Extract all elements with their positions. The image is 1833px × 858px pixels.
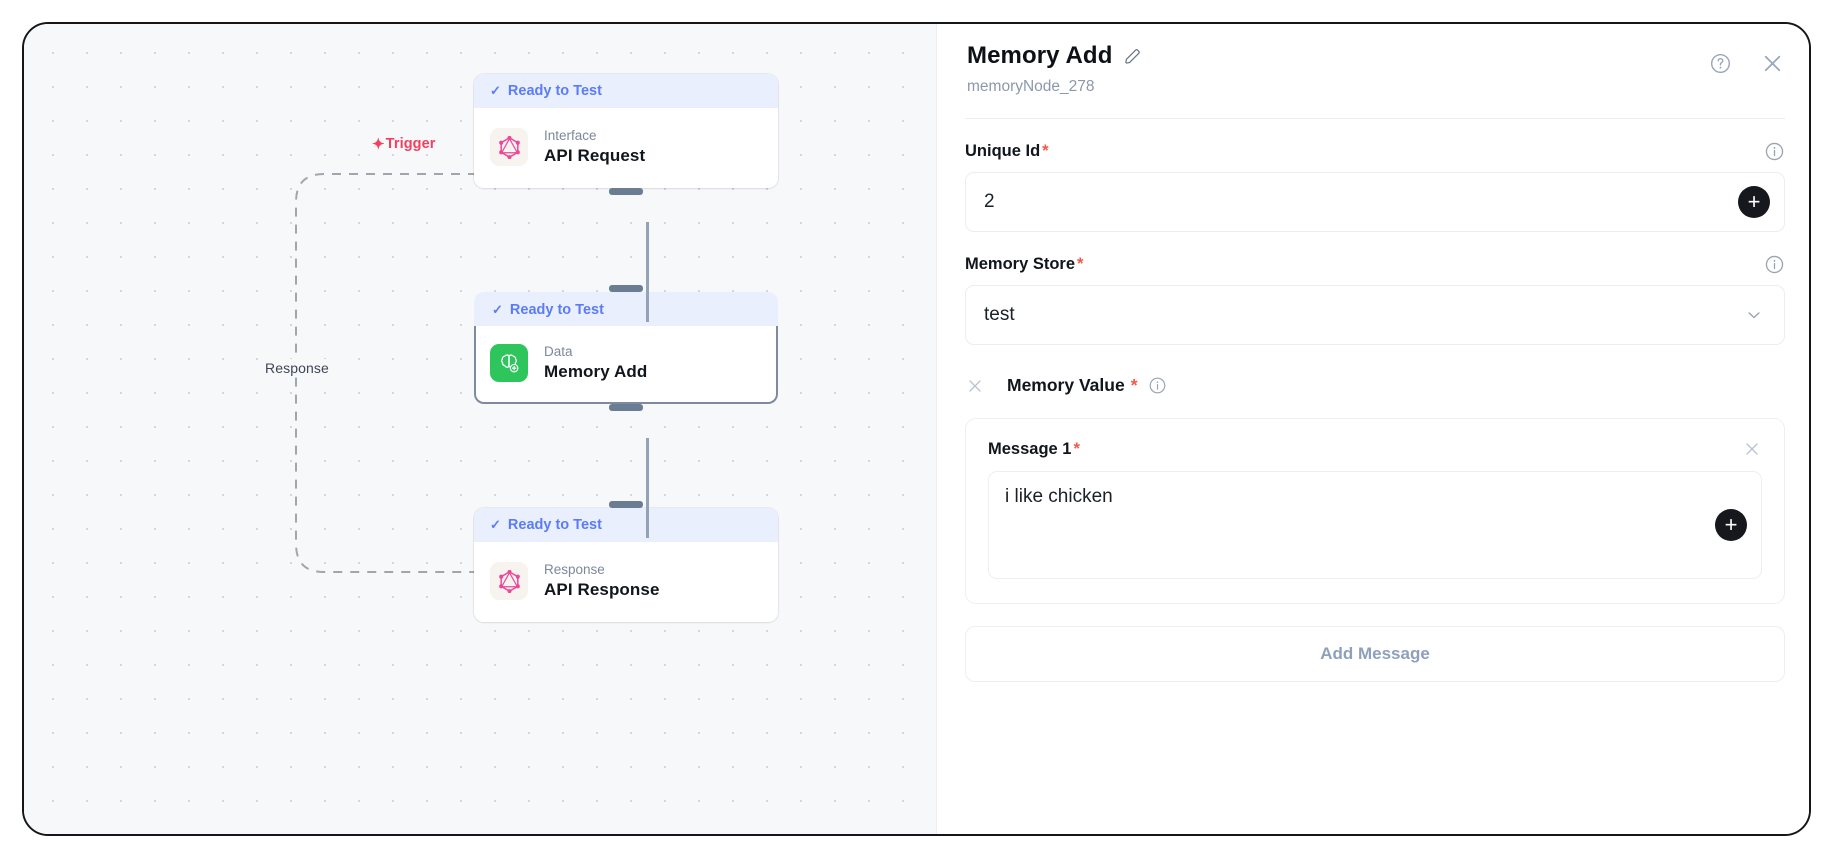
node-kind-label: Data <box>544 344 573 359</box>
add-message-button[interactable]: Add Message <box>965 626 1785 682</box>
section-memory-value: Memory Value* <box>965 375 1785 396</box>
node-body[interactable]: Data Memory Add <box>474 326 778 404</box>
response-label-text: Response <box>265 360 329 376</box>
memory-store-value: test <box>984 304 1015 325</box>
flow-node-api-response[interactable]: ✓ Ready to Test <box>474 501 778 622</box>
close-icon[interactable] <box>965 376 985 396</box>
node-status-text: Ready to Test <box>507 517 602 533</box>
message-card-1: Message 1* i like chicken + <box>965 418 1785 604</box>
field-label-row: Memory Store* <box>965 254 1785 275</box>
page-title: Memory Add <box>967 42 1113 69</box>
trigger-label-text: Trigger <box>385 136 436 152</box>
required-asterisk: * <box>1042 142 1049 160</box>
info-circle-icon[interactable] <box>1764 254 1785 275</box>
node-status-badge: ✓ Ready to Test <box>474 292 778 326</box>
connector-memory-to-response <box>646 438 649 538</box>
check-icon: ✓ <box>492 302 503 317</box>
flow-node-api-request[interactable]: ✓ Ready to Test <box>474 74 778 195</box>
close-icon[interactable] <box>1760 51 1785 76</box>
field-label-row: Unique Id* <box>965 141 1785 162</box>
node-text: Interface API Request <box>544 128 645 166</box>
close-icon[interactable] <box>1742 439 1762 459</box>
panel-body: Unique Id* 2 + <box>937 141 1809 682</box>
pencil-icon[interactable] <box>1123 47 1142 66</box>
panel-divider <box>965 118 1785 119</box>
field-label: Memory Store* <box>965 255 1083 274</box>
flow-node-memory-add[interactable]: ✓ Ready to Test Data Memory Add <box>474 285 778 411</box>
required-asterisk: * <box>1077 255 1084 273</box>
section-title: Memory Value* <box>1007 375 1167 396</box>
add-message-label: Add Message <box>1320 644 1430 663</box>
node-body[interactable]: Response API Response <box>474 542 778 622</box>
node-text: Data Memory Add <box>544 344 647 382</box>
node-status-text: Ready to Test <box>509 302 604 318</box>
edge-label-response: Response <box>260 359 334 377</box>
message-1-textarea[interactable]: i like chicken + <box>988 471 1762 579</box>
lightning-bolt-icon: ✦ <box>372 135 385 153</box>
check-icon: ✓ <box>490 83 501 98</box>
unique-id-value: 2 <box>984 191 995 212</box>
message-head: Message 1* <box>988 439 1762 459</box>
node-kind-label: Interface <box>544 128 597 143</box>
connector-request-to-memory <box>646 222 649 322</box>
brain-add-icon <box>490 344 528 382</box>
node-status-badge: ✓ Ready to Test <box>474 508 778 542</box>
field-unique-id: Unique Id* 2 + <box>965 141 1785 232</box>
node-title: API Response <box>544 580 660 599</box>
info-circle-icon[interactable] <box>1148 376 1167 395</box>
app-window: ✦ Trigger Response ✓ Ready to Test <box>22 22 1811 836</box>
plus-icon[interactable]: + <box>1715 509 1747 541</box>
node-status-badge: ✓ Ready to Test <box>474 74 778 108</box>
graphql-icon <box>490 562 528 600</box>
field-label-text: Memory Store <box>965 255 1076 273</box>
plus-icon[interactable]: + <box>1738 186 1770 218</box>
required-asterisk: * <box>1073 439 1080 458</box>
node-title: API Request <box>544 146 646 165</box>
message-1-value: i like chicken <box>1005 486 1113 507</box>
node-title: Memory Add <box>544 362 648 381</box>
node-kind-label: Response <box>544 562 605 577</box>
panel-header: Memory Add memoryNode_278 <box>937 24 1809 96</box>
edge-label-trigger: ✦ Trigger <box>372 136 436 152</box>
node-status-text: Ready to Test <box>507 83 602 99</box>
graphql-icon <box>490 128 528 166</box>
node-id-subtitle: memoryNode_278 <box>967 78 1095 95</box>
field-memory-store: Memory Store* test <box>965 254 1785 345</box>
required-asterisk: * <box>1130 375 1138 395</box>
node-handle-top[interactable] <box>609 285 643 292</box>
node-handle-top[interactable] <box>609 501 643 508</box>
node-text: Response API Response <box>544 562 660 600</box>
check-icon: ✓ <box>490 517 501 532</box>
flow-canvas[interactable]: ✦ Trigger Response ✓ Ready to Test <box>24 24 936 834</box>
panel-header-actions <box>1709 51 1785 76</box>
node-body[interactable]: Interface API Request <box>474 108 778 188</box>
chevron-down-icon[interactable] <box>1744 305 1764 325</box>
node-handle-bottom[interactable] <box>609 404 643 411</box>
node-details-panel: Memory Add memoryNode_278 <box>936 24 1809 834</box>
node-handle-bottom[interactable] <box>609 188 643 195</box>
info-circle-icon[interactable] <box>1764 141 1785 162</box>
question-circle-icon[interactable] <box>1709 52 1732 75</box>
message-label-text: Message 1 <box>988 439 1072 458</box>
unique-id-input[interactable]: 2 + <box>965 172 1785 232</box>
section-title-text: Memory Value <box>1007 375 1125 395</box>
field-label-text: Unique Id <box>965 142 1041 160</box>
memory-store-select[interactable]: test <box>965 285 1785 345</box>
field-label: Unique Id* <box>965 142 1049 161</box>
panel-title-row: Memory Add <box>967 42 1783 70</box>
message-label: Message 1* <box>988 440 1080 459</box>
